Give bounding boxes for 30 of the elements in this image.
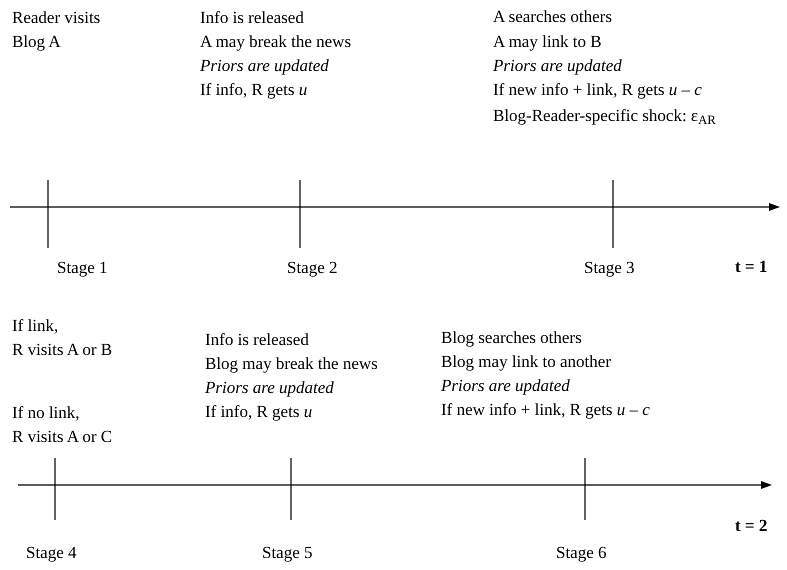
event-text: Info is released: [205, 329, 309, 351]
event-text: If info, R gets u: [205, 401, 312, 423]
event-text: Blog-Reader-specific shock: ε$_{AR}$: [493, 105, 716, 128]
stage-label: Stage 2: [287, 257, 338, 279]
event-text: Priors are updated: [205, 377, 334, 399]
event-text: R visits A or C: [12, 426, 112, 448]
event-text: R visits A or B: [12, 339, 112, 361]
stage-label: Stage 3: [584, 257, 635, 279]
event-text: Priors are updated: [493, 55, 622, 77]
event-text: Blog may break the news: [205, 353, 378, 375]
period-label: t = 2: [735, 515, 768, 537]
event-text: Blog searches others: [441, 327, 582, 349]
event-text: Priors are updated: [441, 375, 570, 397]
stage-label: Stage 6: [556, 542, 607, 564]
event-text: If no link,: [12, 402, 80, 424]
event-text: Reader visits Blog A: [12, 7, 102, 53]
event-text: A may break the news: [200, 31, 352, 53]
event-text: Blog may link to another: [441, 351, 611, 373]
event-text: A searches others: [493, 6, 612, 28]
stage-label: Stage 5: [262, 542, 313, 564]
event-text: Priors are updated: [200, 55, 329, 77]
period-label: t = 1: [735, 256, 768, 278]
event-text: If new info + link, R gets u – c: [441, 399, 650, 421]
event-text: Info is released: [200, 7, 304, 29]
stage-label: Stage 4: [26, 542, 77, 564]
event-text: If info, R gets u: [200, 79, 308, 101]
event-text: If link,: [12, 315, 58, 337]
stage-label: Stage 1: [57, 257, 108, 279]
event-text: If new info + link, R gets u – c: [493, 79, 702, 101]
event-text: A may link to B: [493, 31, 602, 53]
